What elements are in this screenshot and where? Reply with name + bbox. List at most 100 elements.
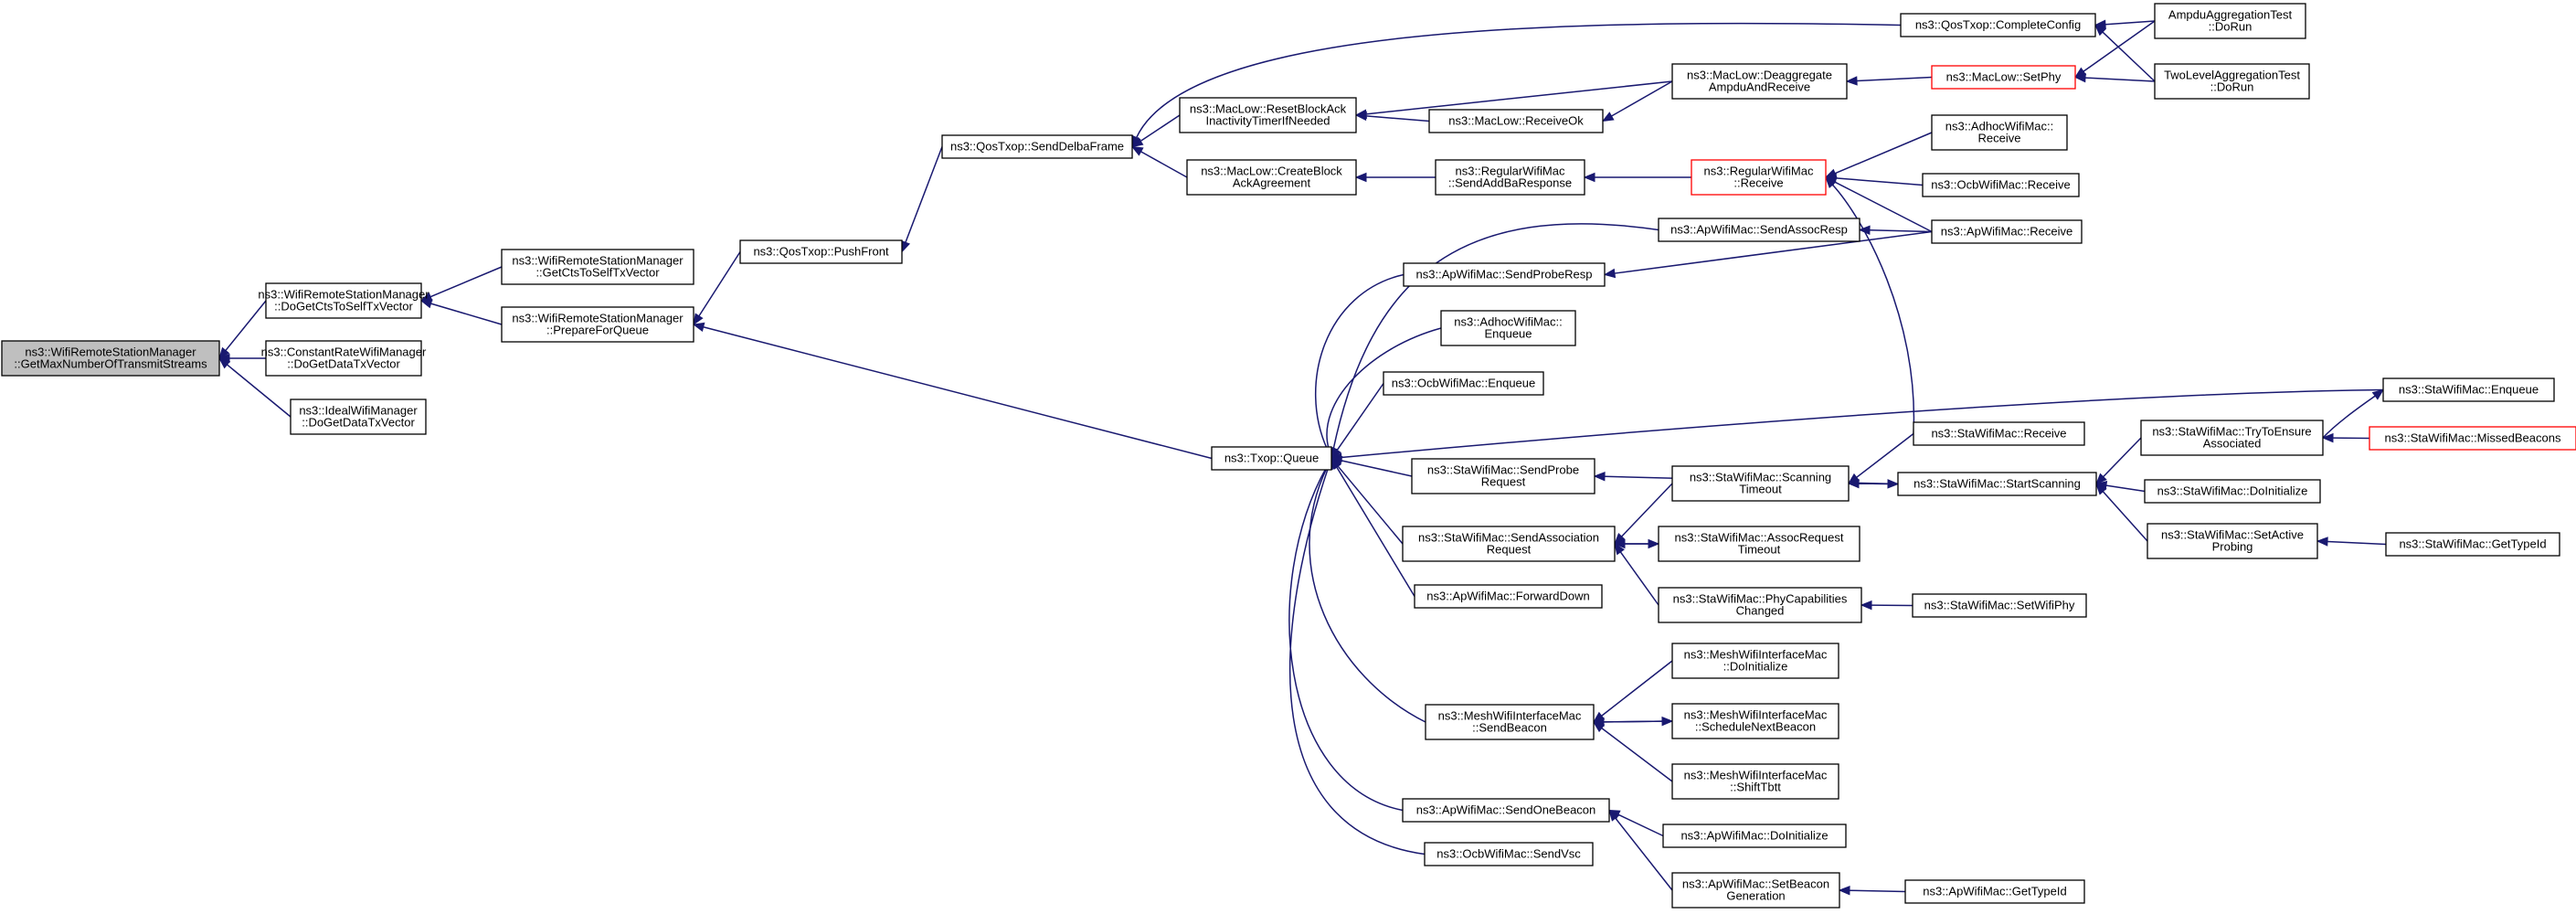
node-sendonebeacon[interactable]: ns3::ApWifiMac::SendOneBeacon [1402, 798, 1610, 823]
node-prepare[interactable]: ns3::WifiRemoteStationManager::PrepareFo… [501, 306, 694, 343]
node-meshshift[interactable]: ns3::MeshWifiInterfaceMac::ShiftTbtt [1671, 763, 1839, 800]
node-box [2154, 3, 2306, 39]
node-label: ns3::StaWifiMac::GetTypeId [2399, 537, 2546, 551]
node-setphy[interactable]: ns3::MacLow::SetPhy [1931, 65, 2076, 90]
node-senddelba[interactable]: ns3::QosTxop::SendDelbaFrame [941, 134, 1133, 159]
node-meshsendbeacon[interactable]: ns3::MeshWifiInterfaceMac::SendBeacon [1425, 704, 1595, 740]
node-label: ns3::ApWifiMac::Receive [1941, 225, 2073, 239]
node-setwifiphy[interactable]: ns3::StaWifiMac::SetWifiPhy [1912, 593, 2087, 618]
node-label: ::DoGetDataTxVector [287, 357, 400, 371]
edge-arrowhead [1860, 600, 1872, 611]
node-meshschedule[interactable]: ns3::MeshWifiInterfaceMac::ScheduleNextB… [1671, 703, 1839, 739]
node-label: ::SendAddBaResponse [1448, 176, 1572, 190]
edge-line [2327, 540, 2387, 546]
node-missedbeacons[interactable]: ns3::StaWifiMac::MissedBeacons [2369, 426, 2576, 451]
node-label: ns3::WifiRemoteStationManager [258, 288, 429, 302]
node-adhocreceive[interactable]: ns3::AdhocWifiMac::Receive [1931, 114, 2068, 151]
node-label: ::PrepareForQueue [546, 324, 649, 337]
edge-arrowhead [1592, 721, 1606, 733]
node-box [1411, 458, 1595, 494]
node-stainit[interactable]: ns3::StaWifiMac::DoInitialize [2144, 479, 2321, 504]
node-getmax[interactable]: ns3::WifiRemoteStationManager::GetMaxNum… [1, 340, 220, 377]
node-box [1211, 446, 1332, 471]
node-ideal[interactable]: ns3::IdealWifiManager::DoGetDataTxVector [290, 399, 427, 435]
node-resetblock[interactable]: ns3::MacLow::ResetBlockAckInactivityTime… [1179, 97, 1357, 133]
edge-line [1341, 388, 2384, 459]
node-staenqueue[interactable]: ns3::StaWifiMac::Enqueue [2382, 377, 2555, 402]
edge-setwifiphy-to-phycap [1860, 600, 1913, 611]
edge-line [1341, 460, 1413, 477]
edge-line [1140, 114, 1181, 143]
node-stareceive[interactable]: ns3::StaWifiMac::Receive [1913, 421, 2085, 446]
node-label: ns3::StaWifiMac::DoInitialize [2157, 484, 2308, 498]
node-label: ns3::ApWifiMac::SendProbeResp [1416, 268, 1593, 282]
edge-line [2322, 395, 2376, 439]
edge-line [1140, 151, 1188, 178]
edge-arrowhead [1845, 76, 1858, 86]
node-apgettype[interactable]: ns3::ApWifiMac::GetTypeId [1904, 879, 2085, 904]
edge-arrowhead [1838, 885, 1850, 896]
edge-setphy-to-deaggregate [1845, 76, 1933, 86]
node-receiveok[interactable]: ns3::MacLow::ReceiveOk [1428, 109, 1604, 133]
edge-setbeacongen-to-sendonebeacon [1608, 809, 1673, 891]
node-meshinit[interactable]: ns3::MeshWifiInterfaceMac::DoInitialize [1671, 643, 1839, 679]
edge-arrowhead [1130, 145, 1144, 156]
node-ampdutest[interactable]: AmpduAggregationTest::DoRun [2154, 3, 2306, 39]
node-sendaddba[interactable]: ns3::RegularWifiMac::SendAddBaResponse [1435, 159, 1585, 196]
node-label: InactivityTimerIfNeeded [1205, 114, 1330, 128]
node-label: ::DoGetCtsToSelfTxVector [274, 300, 413, 314]
node-txopqueue[interactable]: ns3::Txop::Queue [1211, 446, 1332, 471]
edge-arrowhead [1661, 716, 1674, 727]
node-sendproberesp[interactable]: ns3::ApWifiMac::SendProbeResp [1403, 262, 1606, 287]
node-ocbsendvsc[interactable]: ns3::OcbWifiMac::SendVsc [1424, 842, 1594, 866]
node-box [1658, 218, 1860, 242]
edge-twoleveltest-to-setphy [2073, 72, 2156, 83]
node-getcts[interactable]: ns3::WifiRemoteStationManager::GetCtsToS… [501, 249, 694, 285]
edge-arrowhead [1608, 809, 1620, 822]
node-label: ns3::ApWifiMac::SendOneBeacon [1416, 803, 1596, 817]
node-regreceive[interactable]: ns3::RegularWifiMac::Receive [1691, 159, 1827, 196]
node-dogetcts[interactable]: ns3::WifiRemoteStationManager::DoGetCtsT… [258, 282, 429, 319]
node-label: ::DoRun [2210, 80, 2254, 94]
edge-scantimeout-to-startscan [1848, 479, 1900, 489]
node-apinit[interactable]: ns3::ApWifiMac::DoInitialize [1662, 824, 1847, 848]
node-adhocenqueue[interactable]: ns3::AdhocWifiMac::Enqueue [1440, 310, 1576, 346]
node-label: ns3::StaWifiMac::StartScanning [1913, 477, 2081, 491]
node-box [1424, 842, 1594, 866]
node-completeconfig[interactable]: ns3::QosTxop::CompleteConfig [1900, 13, 2096, 37]
node-box [2144, 479, 2321, 504]
edge-line [1135, 22, 1902, 138]
node-box [1900, 13, 2096, 37]
node-forwarddown[interactable]: ns3::ApWifiMac::ForwardDown [1414, 584, 1603, 609]
node-stagettype[interactable]: ns3::StaWifiMac::GetTypeId [2385, 532, 2560, 557]
node-label: ns3::StaWifiMac::AssocRequest [1675, 531, 1844, 545]
edge-receiveok-to-resetblock [1354, 111, 1430, 122]
node-label: ns3::ConstantRateWifiManager [261, 345, 427, 359]
edge-line [225, 300, 267, 351]
node-box [1428, 109, 1604, 133]
node-box [1931, 219, 2083, 244]
node-constrate[interactable]: ns3::ConstantRateWifiManager::DoGetDataT… [261, 340, 427, 377]
edge-line [2104, 20, 2156, 26]
node-ocbenqueue[interactable]: ns3::OcbWifiMac::Enqueue [1383, 371, 1544, 396]
node-apreceive[interactable]: ns3::ApWifiMac::Receive [1931, 219, 2083, 244]
edge-arrowhead [693, 313, 704, 326]
node-ocbreceive[interactable]: ns3::OcbWifiMac::Receive [1922, 173, 2080, 197]
node-twoleveltest[interactable]: TwoLevelAggregationTest::DoRun [2154, 63, 2310, 100]
node-box [1179, 97, 1357, 133]
node-pushfront[interactable]: ns3::QosTxop::PushFront [739, 239, 903, 264]
edge-dogetcts-to-getmax [218, 300, 267, 360]
node-sendassocresp[interactable]: ns3::ApWifiMac::SendAssocResp [1658, 218, 1860, 242]
node-label: ns3::StaWifiMac::Enqueue [2399, 383, 2539, 397]
node-startscan[interactable]: ns3::StaWifiMac::StartScanning [1897, 472, 2097, 496]
